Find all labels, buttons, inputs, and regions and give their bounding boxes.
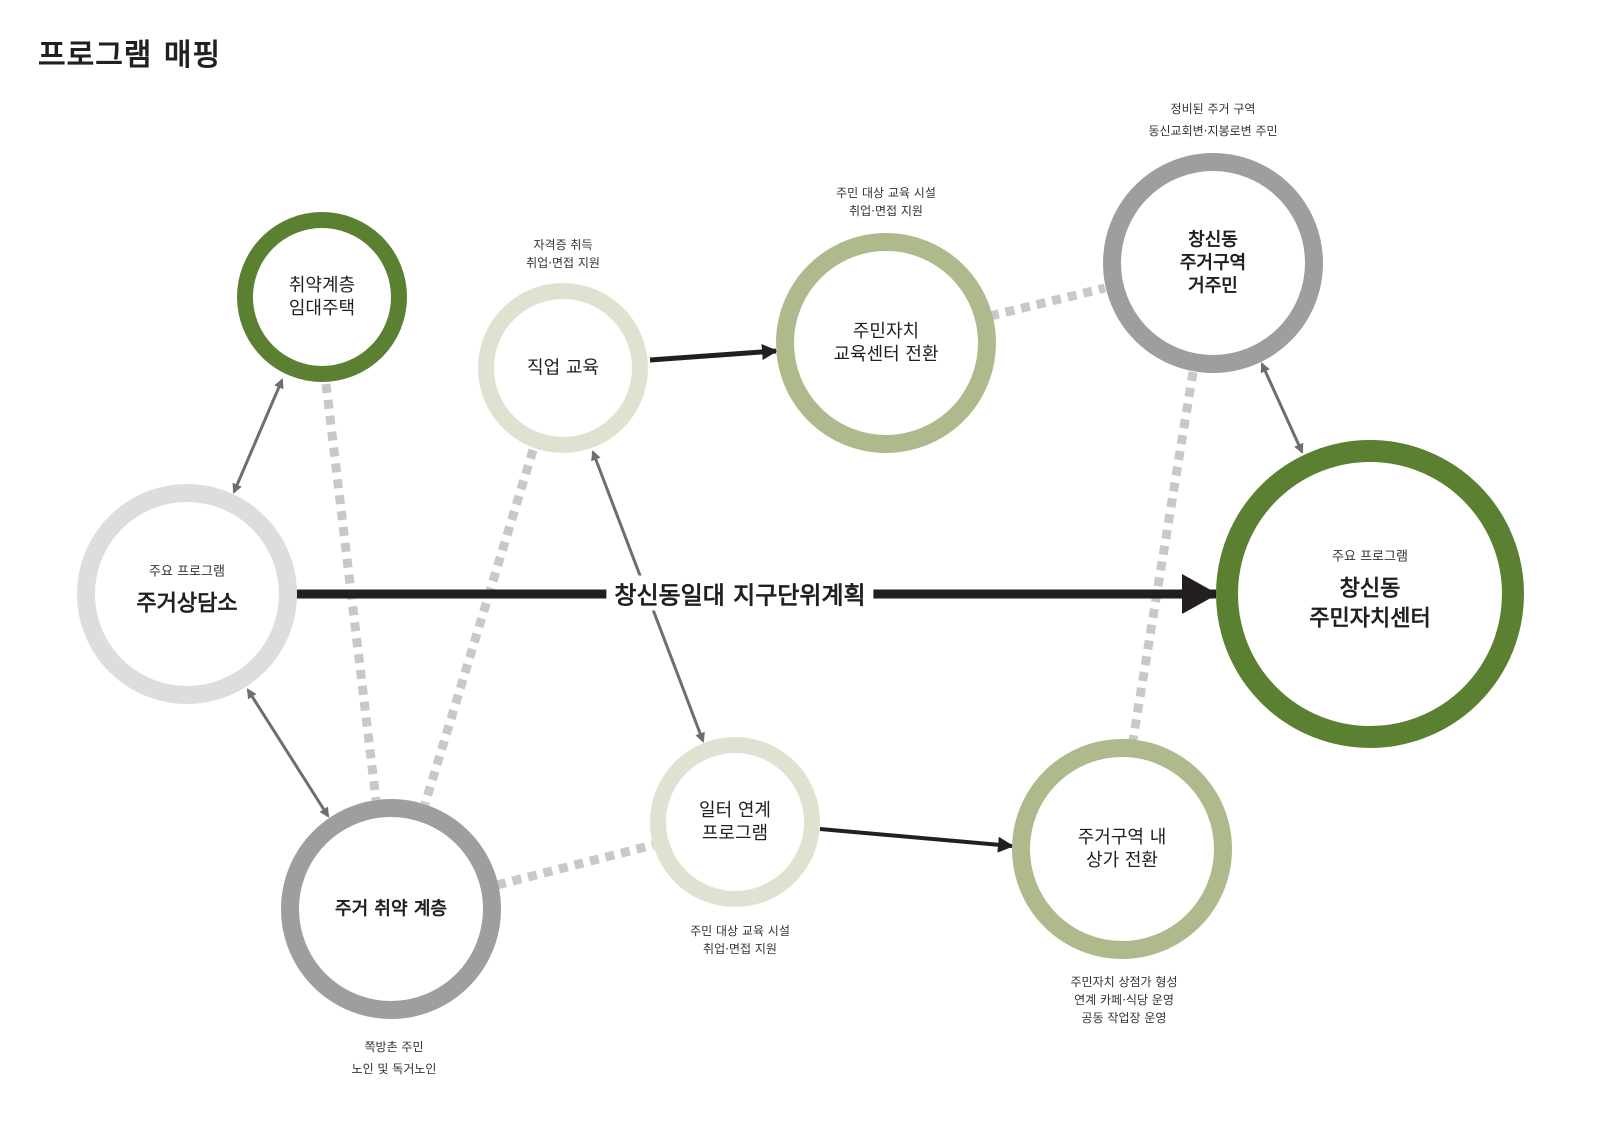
node-housing-center: 주요 프로그램 주거상담소 bbox=[136, 561, 237, 620]
node-vulnerable-rental-circle bbox=[237, 212, 407, 382]
node-commercial-conversion: 주거구역 내 상가 전환 bbox=[1078, 826, 1167, 872]
dotted-link-vulnerable-to-work bbox=[495, 840, 655, 890]
node-label-line: 주거구역 내 bbox=[1077, 827, 1167, 848]
node-job-education-circle bbox=[478, 283, 648, 453]
node-label-line: 창신동 bbox=[1188, 229, 1238, 251]
dotted-link-residents-to-commercial bbox=[1128, 371, 1198, 741]
node-vulnerable-housing-circle bbox=[281, 799, 501, 1019]
caption-line: 취업·면접 지원 bbox=[849, 204, 923, 218]
node-changsin-center-circle bbox=[1216, 440, 1524, 748]
caption-line: 주민자치 상점가 형성 bbox=[1070, 975, 1178, 989]
node-label-line: 창신동 bbox=[1339, 576, 1401, 602]
node-label-line: 주민자치 bbox=[852, 321, 920, 342]
arrow-job-to-resident-center bbox=[649, 344, 778, 363]
node-label-line: 주민자치센터 bbox=[1309, 606, 1431, 632]
node-housing-center-circle bbox=[77, 484, 297, 704]
arrow-housing-to-rental bbox=[232, 378, 284, 494]
node-changsin-residents: 창신동 주거구역 거주민 bbox=[1180, 229, 1246, 298]
district-plan-label: 창신동일대 지구단위계획 bbox=[606, 575, 874, 611]
caption-line: 자격증 취득 bbox=[533, 238, 593, 252]
node-vulnerable-rental: 취약계층 임대주택 bbox=[289, 274, 355, 320]
caption-commercial-conversion: 주민자치 상점가 형성 연계 카페·식당 운영 공동 작업장 운영 bbox=[1071, 973, 1178, 1027]
caption-line: 주민 대상 교육 시설 bbox=[836, 186, 936, 200]
arrow-work-to-commercial bbox=[819, 827, 1014, 853]
node-resident-center-conversion-circle bbox=[776, 233, 996, 453]
caption-work-program: 주민 대상 교육 시설 취업·면접 지원 bbox=[690, 922, 790, 958]
node-sub-label: 주요 프로그램 bbox=[149, 564, 225, 580]
node-label-line: 임대주택 bbox=[288, 298, 356, 319]
caption-line: 동신교회변·지봉로변 주민 bbox=[1148, 124, 1278, 138]
caption-line: 쪽방촌 주민 bbox=[364, 1040, 424, 1054]
node-commercial-conversion-circle bbox=[1012, 739, 1232, 959]
caption-line: 취업·면접 지원 bbox=[526, 256, 600, 270]
caption-line: 주민 대상 교육 시설 bbox=[690, 924, 790, 938]
arrow-residents-to-center bbox=[1260, 362, 1304, 454]
caption-line: 정비된 주거 구역 bbox=[1170, 102, 1256, 116]
caption-job-education: 자격증 취득 취업·면접 지원 bbox=[526, 236, 600, 272]
node-vulnerable-housing: 주거 취약 계층 bbox=[335, 898, 447, 921]
caption-line: 공동 작업장 운영 bbox=[1081, 1011, 1167, 1025]
node-resident-center-conversion: 주민자치 교육센터 전환 bbox=[833, 320, 938, 366]
node-label-line: 주거상담소 bbox=[136, 591, 238, 617]
arrow-housing-to-vulnerable bbox=[246, 688, 330, 818]
node-label-line: 상가 전환 bbox=[1086, 850, 1158, 871]
caption-line: 연계 카페·식당 운영 bbox=[1074, 993, 1174, 1007]
node-label-line: 직업 교육 bbox=[527, 357, 599, 379]
dotted-link-job-to-vulnerable bbox=[420, 448, 538, 806]
node-label-line: 주거 취약 계층 bbox=[335, 898, 447, 920]
caption-line: 노인 및 독거노인 bbox=[351, 1062, 437, 1076]
node-label-line: 일터 연계 bbox=[699, 800, 771, 821]
caption-vulnerable-housing: 쪽방촌 주민 노인 및 독거노인 bbox=[352, 1036, 437, 1080]
node-job-education: 직업 교육 bbox=[527, 357, 599, 380]
node-label-line: 프로그램 bbox=[701, 823, 769, 844]
caption-resident-center-conversion: 주민 대상 교육 시설 취업·면접 지원 bbox=[836, 184, 936, 220]
node-label-line: 거주민 bbox=[1188, 275, 1238, 297]
dotted-link-center-to-residents bbox=[988, 283, 1107, 321]
node-sub-label: 주요 프로그램 bbox=[1332, 549, 1408, 565]
page-title: 프로그램 매핑 bbox=[38, 38, 222, 73]
caption-changsin-residents: 정비된 주거 구역 동신교회변·지봉로변 주민 bbox=[1148, 98, 1277, 142]
node-changsin-residents-circle bbox=[1103, 153, 1323, 373]
node-label-line: 취약계층 bbox=[288, 275, 356, 296]
node-label-line: 교육센터 전환 bbox=[833, 344, 939, 365]
node-label-line: 주거구역 bbox=[1179, 252, 1247, 274]
node-changsin-center: 주요 프로그램 창신동 주민자치센터 bbox=[1309, 546, 1430, 635]
node-work-program-circle bbox=[650, 737, 820, 907]
caption-line: 취업·면접 지원 bbox=[703, 942, 777, 956]
node-work-program: 일터 연계 프로그램 bbox=[699, 799, 771, 845]
